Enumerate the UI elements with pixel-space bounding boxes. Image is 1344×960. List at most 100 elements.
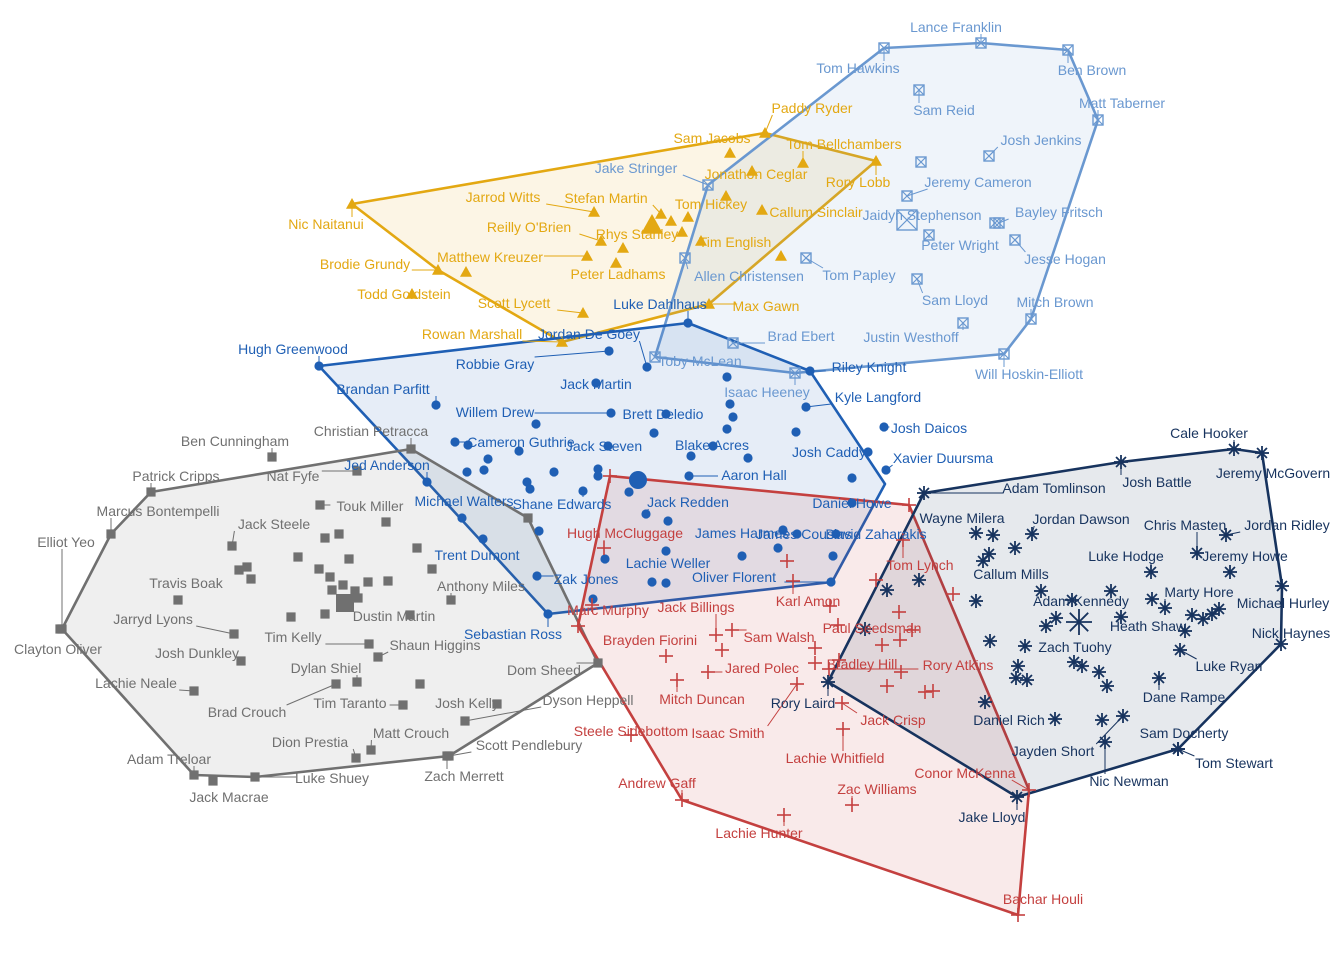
gray-point-label: Tim Taranto — [313, 695, 386, 711]
gray-point-label: Josh Kelly — [435, 695, 499, 711]
dot-marker — [431, 400, 441, 410]
yellow-point-18 — [432, 264, 444, 275]
yellow-point-5 — [346, 198, 358, 209]
blue-point-32 — [593, 464, 603, 474]
square-marker — [229, 629, 239, 639]
dot-marker — [457, 513, 467, 523]
dot-marker — [847, 498, 857, 508]
dot-marker — [525, 484, 535, 494]
gray-point-label: Lachie Neale — [95, 675, 177, 691]
gray-point-39 — [352, 677, 362, 687]
box-marker — [1062, 44, 1074, 56]
red-point-9 — [823, 599, 837, 613]
dot-marker — [722, 424, 732, 434]
red-point-8 — [585, 598, 599, 612]
triangle-marker — [617, 242, 629, 253]
blue-point-label: Kyle Langford — [835, 389, 921, 405]
blue-point-34 — [684, 471, 694, 481]
yellow-point-11 — [641, 214, 663, 234]
square-marker — [338, 580, 348, 590]
label-leader-lines — [61, 34, 1241, 915]
square-marker — [352, 466, 362, 476]
lightblue-point-label: Isaac Heeney — [724, 384, 810, 400]
lightblue-point-label: Justin Westhoff — [863, 329, 958, 345]
yellow-point-label: Rhys Stanley — [596, 226, 678, 242]
dot-marker — [863, 447, 873, 457]
lightblue-point-label: Allen Christensen — [694, 268, 804, 284]
red-point-6 — [869, 573, 883, 587]
square-marker — [412, 543, 422, 553]
navy-point-7 — [1190, 546, 1204, 560]
navy-point-19 — [1104, 584, 1118, 598]
box-marker-diag — [915, 156, 927, 168]
asterisk-marker-stroke — [1276, 580, 1288, 592]
lightblue-point-3 — [913, 84, 925, 96]
dot-marker — [532, 571, 542, 581]
blue-point-44 — [663, 516, 673, 526]
lightblue-label-leader — [916, 278, 924, 294]
dot-marker — [588, 594, 598, 604]
dot-marker — [778, 525, 788, 535]
lightblue-point-label: Toby McLean — [658, 353, 741, 369]
asterisk-marker-stroke — [1040, 620, 1052, 632]
red-point-23 — [822, 662, 836, 676]
asterisk-marker-stroke — [1050, 612, 1062, 624]
dot-marker — [826, 577, 836, 587]
red-point-34 — [675, 793, 689, 807]
blue-point-label: James Cousins — [756, 526, 852, 542]
lightblue-point-17 — [1025, 313, 1037, 325]
triangle-marker — [775, 250, 787, 261]
blue-point-54 — [828, 551, 838, 561]
navy-point-label: Michael Hurley — [1237, 595, 1330, 611]
yellow-point-label: Nic Naitanui — [288, 216, 363, 232]
gray-point-15 — [234, 565, 244, 575]
dot-marker — [450, 437, 460, 447]
gray-point-label: Adam Treloar — [127, 751, 211, 767]
blue-point-8 — [725, 399, 735, 409]
gray-point-label: Ben Cunningham — [181, 433, 289, 449]
blue-label-leader — [534, 350, 610, 358]
dot-marker — [642, 362, 652, 372]
navy-point-label: Daniel Rich — [973, 712, 1045, 728]
triangle-marker — [460, 266, 472, 277]
square-marker — [208, 776, 218, 786]
gray-point-31 — [405, 610, 415, 620]
dot-marker — [479, 465, 489, 475]
lightblue-point-4 — [1092, 114, 1104, 126]
yellow-point-8 — [720, 190, 732, 201]
dot-marker — [828, 551, 838, 561]
gray-point-label: Dylan Shiel — [291, 660, 362, 676]
red-point-label: Tom Lynch — [886, 557, 953, 573]
asterisk-marker-stroke — [1159, 602, 1171, 614]
lightblue-label-leader — [682, 174, 709, 186]
dot-marker — [543, 609, 553, 619]
box-marker — [789, 367, 801, 379]
square-marker — [398, 700, 408, 710]
lightblue-point-6 — [915, 156, 927, 168]
asterisk-marker-stroke — [859, 623, 871, 635]
lightblue-label-leader — [906, 188, 928, 197]
square-marker — [286, 612, 296, 622]
dot-marker — [722, 372, 732, 382]
blue-point-43 — [457, 513, 467, 523]
dot-marker — [663, 516, 673, 526]
lightblue-point-label: Peter Wright — [921, 237, 999, 253]
lightblue-point-label: Will Hoskin-Elliott — [975, 366, 1083, 382]
dot-marker — [483, 454, 493, 464]
asterisk-marker-stroke — [1066, 594, 1078, 606]
square-marker — [106, 529, 116, 539]
lightblue-point-label: Sam Lloyd — [922, 292, 988, 308]
blue-point-label: Riley Knight — [832, 359, 907, 375]
gray-point-43 — [492, 699, 502, 709]
navy-point-label: Jeremy McGovern — [1216, 465, 1330, 481]
navy-label-leader — [1177, 748, 1195, 757]
red-label-leader — [767, 683, 798, 727]
dot-marker — [578, 486, 588, 496]
yellow-point-label: Callum Sinclair — [769, 204, 863, 220]
box-marker-diag — [957, 317, 969, 329]
navy-point-28 — [1049, 611, 1063, 625]
gray-point-30 — [286, 612, 296, 622]
box-marker — [679, 252, 691, 264]
gray-point-label: Jarryd Lyons — [113, 611, 193, 627]
